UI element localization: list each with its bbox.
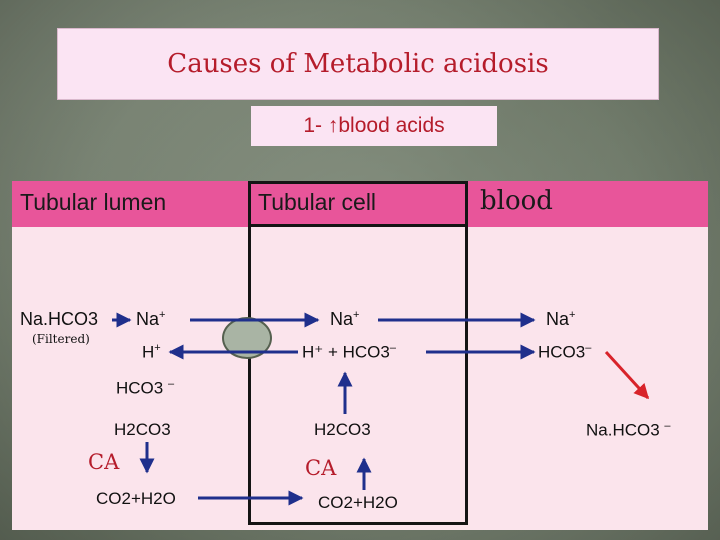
lumen-h-ion: H+ [142, 342, 161, 362]
lumen-filtered-note: (Filtered) [32, 332, 90, 346]
cell-carbonic-anhydrase: CA [305, 456, 337, 480]
lumen-co2-h2o: CO2+H2O [96, 489, 176, 508]
lumen-carbonic-anhydrase: CA [88, 450, 120, 474]
arrow-blood-to-nahco3 [604, 350, 650, 400]
lumen-hco3-ion: HCO3 – [116, 378, 175, 398]
cell-h-plus-hco3: H⁺ + HCO3– [302, 342, 396, 362]
slide-subtitle: 1- ↑blood acids [303, 114, 445, 137]
header-tubular-cell: Tubular cell [258, 189, 377, 215]
lumen-nahco3: Na.HCO3 [20, 309, 99, 329]
cell-h2co3: H2CO3 [314, 420, 371, 439]
title-box: Causes of Metabolic acidosis [57, 28, 659, 100]
header-tubular-lumen: Tubular lumen [20, 189, 167, 215]
blood-na-ion: Na+ [546, 309, 576, 329]
diagram-area [12, 227, 708, 530]
lumen-h2co3: H2CO3 [114, 420, 171, 439]
header-blood: blood [480, 186, 553, 216]
subtitle-box: 1- ↑blood acids [251, 106, 497, 146]
cell-co2-h2o: CO2+H2O [318, 493, 398, 512]
cell-header-divider [248, 224, 468, 227]
cell-na-ion: Na+ [330, 309, 360, 329]
slide-title: Causes of Metabolic acidosis [167, 49, 549, 79]
blood-hco3-ion: HCO3– [538, 342, 592, 362]
lumen-na-ion: Na+ [136, 309, 166, 329]
header-band [12, 181, 708, 227]
blood-nahco3: Na.HCO3 – [586, 420, 671, 440]
